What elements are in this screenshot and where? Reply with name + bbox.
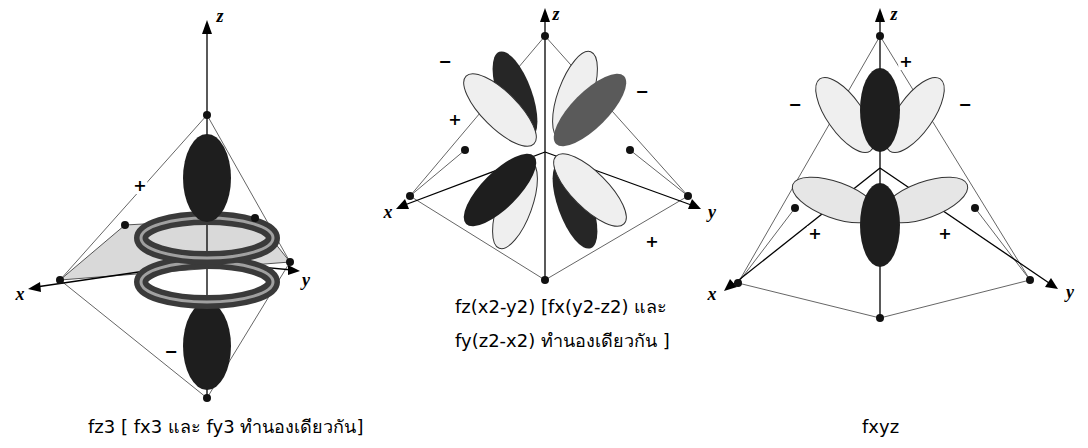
axis-label: x [707, 285, 718, 303]
z-axis [544, 22, 545, 280]
torus [141, 262, 273, 302]
phase-sign: − [163, 344, 178, 360]
frame-dot [121, 221, 129, 229]
frame-dot [461, 146, 469, 154]
z-axis-arrow [875, 8, 885, 22]
axis-label: z [889, 5, 898, 23]
frame-dot [791, 204, 799, 212]
axis-label: y [301, 271, 311, 289]
orbital-caption: fz(x2-y2) [fx(y2-z2) และ fy(z2-x2) ทำนอง… [455, 290, 675, 358]
fzx2y2-orbital-figure [396, 8, 701, 284]
phase-sign: − [634, 84, 649, 100]
phase-sign: + [132, 178, 147, 194]
frame-dot [876, 314, 884, 322]
lobe-light [543, 143, 636, 236]
phase-sign: + [447, 112, 462, 128]
lower-lobe [183, 302, 231, 390]
frame-dot [684, 192, 692, 200]
frame-dot [971, 204, 979, 212]
phase-sign: + [807, 226, 822, 242]
frame-line [738, 208, 795, 283]
y-axis-arrow [288, 265, 300, 275]
torus [141, 218, 273, 258]
lobe-dark [453, 143, 546, 236]
frame-dot [541, 32, 549, 40]
z-axis-arrow [540, 8, 550, 22]
x-axis-arrow [396, 199, 409, 209]
frame-dot [56, 276, 64, 284]
z-axis [879, 22, 880, 318]
orbital-caption: fxyz [862, 410, 899, 444]
phase-sign: − [787, 97, 802, 113]
orbital-caption: fz3 [ fx3 และ fy3 ทำนองเดียวกัน] [88, 410, 363, 444]
frame-dot [203, 394, 211, 402]
frame-dot [203, 111, 211, 119]
frame-line [738, 36, 880, 283]
frame-line [410, 150, 465, 196]
upper-lobe [183, 134, 231, 222]
lobe-light [453, 63, 546, 156]
x-axis-arrow [28, 282, 41, 292]
torus-highlight [141, 218, 273, 258]
frame-dot [406, 192, 414, 200]
frame-dot [734, 279, 742, 287]
y-axis-arrow [688, 199, 701, 209]
frame-dot [251, 214, 259, 222]
axis-label: y [707, 203, 717, 221]
lobe-dark [543, 63, 636, 156]
frame-line [880, 36, 1030, 280]
phase-sign: + [937, 226, 952, 242]
frame-line [975, 208, 1030, 280]
axis-label: z [215, 7, 224, 25]
frame-line [738, 283, 880, 318]
y-axis-arrow [1045, 278, 1058, 289]
phase-sign: + [898, 54, 913, 70]
axis-label: y [1065, 283, 1075, 301]
fz3-orbital-figure [28, 20, 300, 402]
torus-highlight [141, 262, 273, 302]
frame-dot [1026, 276, 1034, 284]
lobe-dark [860, 183, 900, 267]
frame-dot [626, 146, 634, 154]
frame-dot [876, 32, 884, 40]
fxyz-orbital-figure [724, 8, 1058, 322]
frame-dot [541, 276, 549, 284]
phase-sign: − [957, 97, 972, 113]
frame-line [880, 280, 1030, 318]
axis-label: z [551, 5, 560, 23]
z-axis-arrow [202, 20, 212, 34]
axis-label: x [383, 203, 394, 221]
frame-line [630, 150, 688, 196]
lobe-dark [860, 68, 900, 152]
axis-label: x [15, 285, 26, 303]
phase-sign: + [644, 234, 659, 250]
frame-dot [286, 258, 294, 266]
phase-sign: − [437, 54, 452, 70]
